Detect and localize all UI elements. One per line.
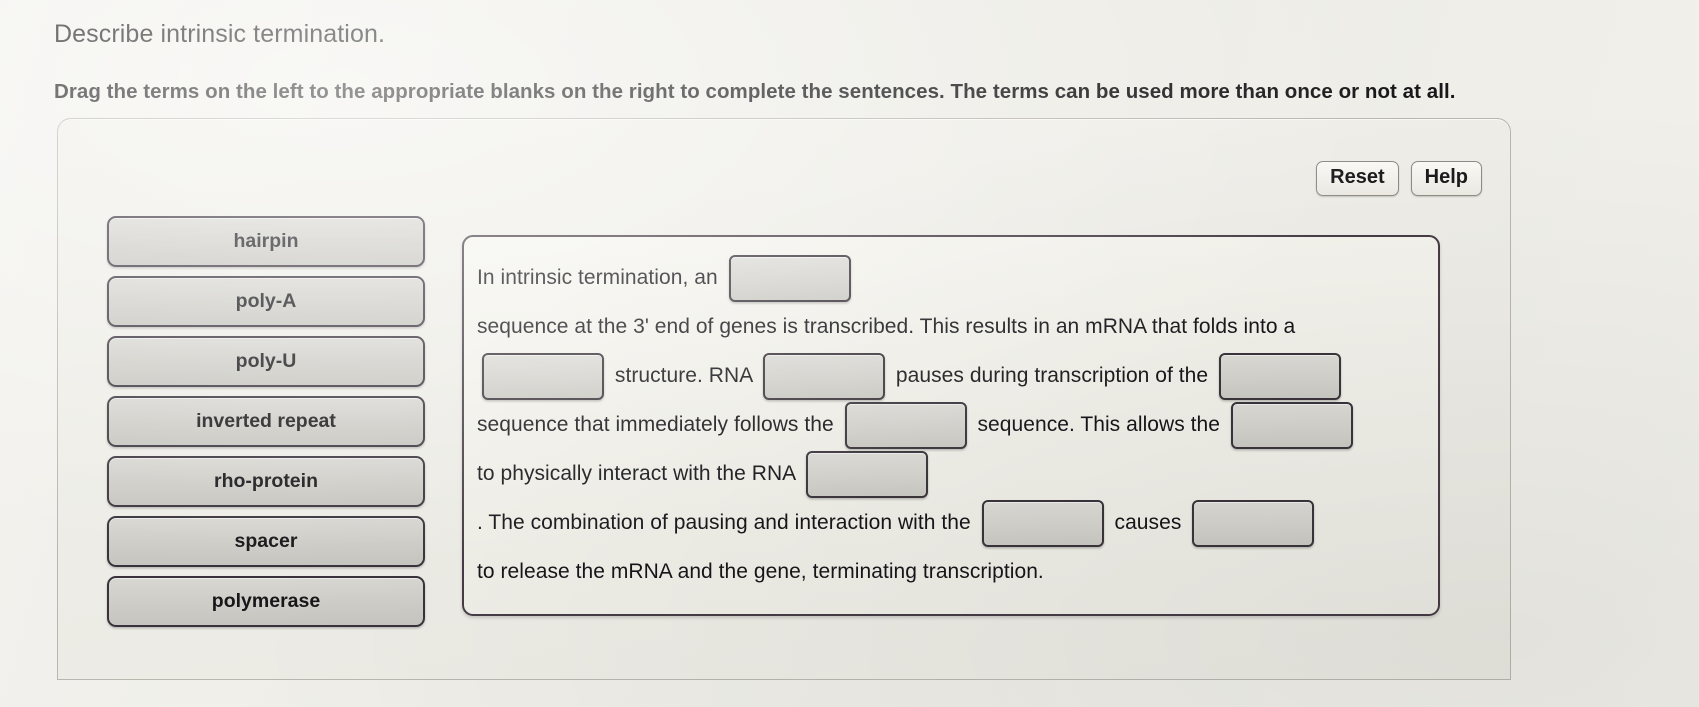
exercise-panel: Reset Help hairpin poly-A poly-U inverted r…: [57, 118, 1511, 680]
reset-button[interactable]: Reset: [1316, 161, 1399, 196]
panel-toolbar: Reset Help: [1316, 161, 1482, 196]
term-tile[interactable]: poly-U: [107, 336, 425, 387]
term-bank: hairpin poly-A poly-U inverted repeat rho-pr…: [107, 216, 425, 627]
sentence-text: causes: [1114, 511, 1182, 534]
blank-slot-9[interactable]: [1192, 499, 1315, 547]
blank-slot-4[interactable]: [1219, 352, 1342, 400]
term-tile-label: hairpin: [233, 230, 299, 252]
blank-slot-1[interactable]: [728, 254, 851, 302]
sentence-flow: In intrinsic termination, an sequence at…: [477, 253, 1424, 596]
sentence-text: to physically interact with the RNA: [477, 462, 796, 485]
blank-slot-2[interactable]: [482, 352, 604, 400]
term-tile[interactable]: spacer: [107, 516, 425, 567]
term-tile-label: inverted repeat: [196, 410, 336, 432]
sentence-text: In intrinsic termination, an: [477, 266, 718, 289]
sentence-text: sequence at the 3' end of genes is trans…: [477, 315, 1296, 338]
term-tile[interactable]: inverted repeat: [107, 396, 425, 447]
term-tile-label: polymerase: [211, 590, 321, 612]
page-title: Describe intrinsic termination.: [54, 20, 385, 48]
blank-slot-6[interactable]: [1230, 401, 1353, 449]
term-tile-label: rho-protein: [214, 470, 318, 492]
sentence-text: sequence. This allows the: [977, 413, 1221, 436]
term-tile[interactable]: poly-A: [107, 276, 425, 327]
sentence-text: sequence that immediately follows the: [477, 413, 834, 436]
sentence-card: In intrinsic termination, an sequence at…: [462, 235, 1440, 616]
sentence-text: structure. RNA: [614, 364, 753, 387]
sentence-text: . The combination of pausing and interac…: [477, 511, 971, 534]
blank-slot-5[interactable]: [844, 401, 967, 449]
blank-slot-8[interactable]: [981, 499, 1104, 547]
sentence-text: to release the mRNA and the gene, termin…: [477, 560, 1044, 583]
term-tile[interactable]: polymerase: [107, 576, 425, 627]
blank-slot-7[interactable]: [805, 450, 928, 498]
term-tile-label: poly-U: [235, 350, 297, 372]
term-tile-label: poly-A: [235, 290, 297, 312]
term-tile[interactable]: hairpin: [107, 216, 425, 267]
term-tile-label: spacer: [234, 530, 298, 552]
sentence-text: pauses during transcription of the: [895, 364, 1209, 387]
blank-slot-3[interactable]: [763, 352, 886, 400]
term-tile[interactable]: rho-protein: [107, 456, 425, 507]
instructions-text: Drag the terms on the left to the approp…: [54, 80, 1456, 103]
help-button[interactable]: Help: [1410, 161, 1482, 196]
